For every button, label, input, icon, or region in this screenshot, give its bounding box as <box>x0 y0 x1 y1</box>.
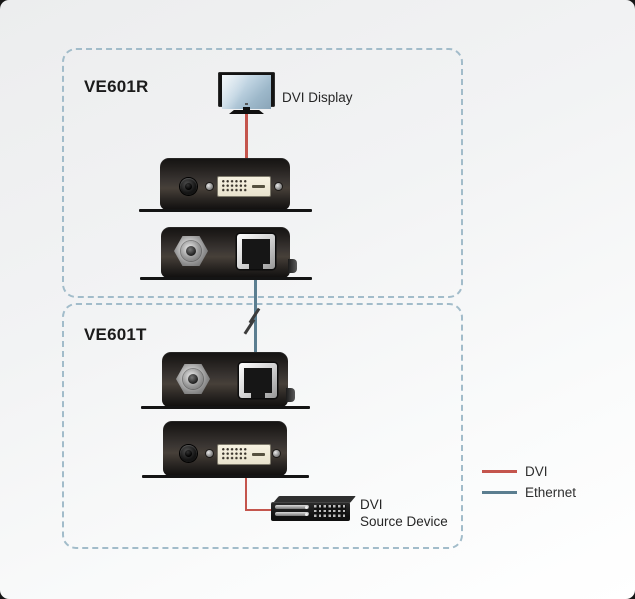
power-connector-icon <box>176 364 210 394</box>
dvi-pins <box>222 448 248 461</box>
power-jack-icon <box>180 445 197 462</box>
monitor-stand-base <box>229 110 264 114</box>
mounting-flange <box>142 475 309 478</box>
receiver-lan-unit <box>140 227 312 280</box>
dvi-legend-line <box>482 470 517 473</box>
source-device-front <box>271 502 350 521</box>
transmitter-lan-unit <box>141 352 310 409</box>
media-player-icon <box>271 496 357 524</box>
power-jack-icon <box>180 178 197 195</box>
dvi-display-label: DVI Display <box>282 90 353 105</box>
receiver-group-box <box>62 48 463 298</box>
source-label-line1: DVI <box>360 497 383 512</box>
rj45-port-icon <box>239 363 277 398</box>
dvi-legend-label: DVI <box>525 464 548 479</box>
legend: DVI Ethernet <box>482 461 576 503</box>
screw-post-icon <box>206 183 213 190</box>
power-connector-icon <box>174 236 208 266</box>
screw-post-icon <box>275 183 282 190</box>
transmitter-group-label: VE601T <box>84 325 147 344</box>
dvi-cable-transmitter-to-source <box>245 476 275 511</box>
source-device-slot <box>275 512 309 516</box>
dvi-port-icon <box>217 444 271 465</box>
monitor-icon <box>218 72 275 114</box>
transmitter-group-box <box>62 303 463 549</box>
source-label-line2: Source Device <box>360 514 448 529</box>
mounting-flange <box>139 209 312 212</box>
legend-row-ethernet: Ethernet <box>482 482 576 503</box>
side-knob <box>286 388 295 402</box>
legend-row-dvi: DVI <box>482 461 576 482</box>
dvi-flat-pin <box>252 185 265 188</box>
rj45-port-icon <box>237 234 275 269</box>
dvi-source-device-label: DVI Source Device <box>360 496 448 530</box>
monitor-led <box>245 103 248 105</box>
receiver-group-label: VE601R <box>84 77 149 96</box>
monitor-stand-neck <box>243 107 250 110</box>
transmitter-dvi-unit <box>142 421 309 478</box>
source-device-vents <box>314 504 346 518</box>
source-device-slot <box>275 505 309 509</box>
dvi-cable-display-to-receiver <box>245 112 248 159</box>
rj45-opening <box>242 239 270 269</box>
rj45-opening <box>244 368 272 398</box>
mounting-flange <box>140 277 312 280</box>
side-knob <box>288 259 297 273</box>
dvi-flat-pin <box>252 453 265 456</box>
mounting-flange <box>141 406 310 409</box>
ethernet-legend-line <box>482 491 517 494</box>
ethernet-legend-label: Ethernet <box>525 485 577 500</box>
dvi-pins <box>222 180 248 193</box>
screw-post-icon <box>206 450 213 457</box>
screw-post-icon <box>273 450 280 457</box>
dvi-port-icon <box>217 176 271 197</box>
receiver-dvi-unit <box>139 158 312 212</box>
